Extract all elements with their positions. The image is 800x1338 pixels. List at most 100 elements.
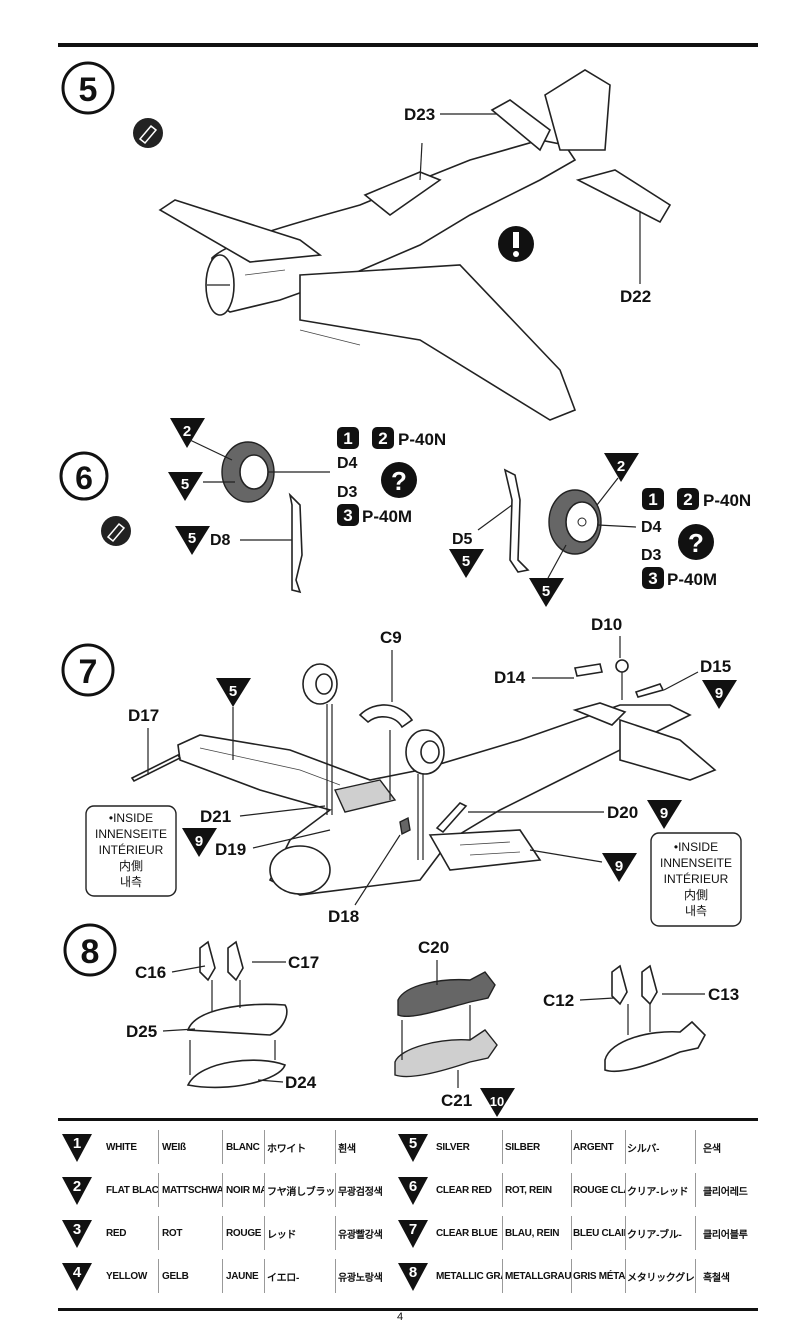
variant-label-p40m: P-40M (667, 570, 717, 589)
color-kr: 유광빨강색 (338, 1229, 383, 1241)
main-wheel-right-drawing (503, 468, 602, 573)
variant-badge-number: 2 (683, 490, 692, 509)
paint-marker (702, 680, 737, 709)
aircraft-underside-drawing (177, 702, 717, 896)
paint-marker (175, 526, 210, 555)
step-8-circle (63, 923, 117, 977)
inside-note-right: •INSIDE INNENSEITE INTÉRIEUR 内側 내측 (650, 832, 742, 927)
paint-marker (449, 549, 484, 578)
label-d20: D20 (607, 803, 638, 822)
paint-marker-number: 9 (615, 858, 623, 875)
color-fr: BLEU CLAIR (573, 1227, 625, 1239)
label-d14: D14 (494, 668, 526, 687)
color-jp: メタリックグレイ (627, 1272, 695, 1284)
color-en: METALLIC GRAY (436, 1270, 502, 1282)
warning-icon (498, 226, 534, 262)
paint-marker-number: 5 (229, 683, 237, 700)
paint-marker: 4 (62, 1263, 92, 1291)
color-en: CLEAR BLUE (436, 1227, 498, 1239)
variant-label-p40n: P-40N (398, 430, 446, 449)
color-fr: ROUGE CLAIR (573, 1184, 625, 1196)
step-8-number: 8 (81, 933, 100, 971)
paint-marker: 7 (398, 1220, 428, 1248)
label-c9: C9 (380, 628, 402, 647)
label-c12: C12 (543, 991, 574, 1010)
svg-text:INTÉRIEUR: INTÉRIEUR (99, 842, 164, 857)
color-kr: 흰색 (338, 1143, 356, 1155)
page-number: 4 (396, 1311, 404, 1323)
color-jp: フヤ消しブラック (267, 1186, 335, 1198)
color-fr: NOIR MAT (226, 1184, 264, 1196)
paint-marker-number: 9 (715, 685, 723, 702)
paint-marker (647, 800, 682, 829)
color-de: SILBER (505, 1141, 540, 1153)
paint-marker (604, 453, 639, 482)
label-d15: D15 (700, 657, 731, 676)
color-en: SILVER (436, 1141, 470, 1153)
variant-label-p40m: P-40M (362, 507, 412, 526)
svg-text:INTÉRIEUR: INTÉRIEUR (664, 871, 729, 886)
color-de: GELB (162, 1270, 189, 1282)
color-kr: 은색 (703, 1143, 721, 1155)
color-de: METALLGRAU (505, 1270, 571, 1282)
label-d4-right: D4 (641, 519, 662, 536)
label-c16: C16 (135, 963, 166, 982)
step-8: 8 C16 C17 D25 D24 C20 C21 (63, 923, 739, 1117)
color-en: RED (106, 1227, 127, 1239)
legend-bottom-rule (58, 1308, 758, 1311)
svg-text:?: ? (688, 528, 704, 558)
color-de: ROT (162, 1227, 183, 1239)
step-5-circle (61, 61, 115, 115)
legend-top-rule (58, 1118, 758, 1121)
cement-icon (133, 118, 163, 148)
label-d5: D5 (452, 531, 473, 548)
label-d3-left: D3 (337, 484, 358, 501)
paint-marker-number: 5 (181, 476, 189, 493)
paint-marker-number: 10 (490, 1094, 504, 1109)
variant-badge (677, 488, 699, 510)
question-icon: ? (381, 462, 417, 498)
label-c17: C17 (288, 953, 319, 972)
legend-row: 3 RED ROT ROUGE レッド 유광빨강색 7 CLEAR BLUE B… (58, 1212, 758, 1254)
svg-text:•INSIDE: •INSIDE (109, 811, 153, 825)
color-fr: ROUGE (226, 1227, 262, 1239)
color-de: WEIß (162, 1141, 186, 1153)
color-kr: 흑철색 (703, 1272, 730, 1284)
label-d3-right: D3 (641, 547, 662, 564)
paint-marker (529, 578, 564, 607)
color-kr: 유광노랑색 (338, 1272, 383, 1284)
top-rule (58, 43, 758, 47)
question-icon: ? (678, 524, 714, 560)
color-kr: 클리어블루 (703, 1229, 748, 1241)
paint-marker (216, 678, 251, 707)
svg-text:INNENSEITE: INNENSEITE (660, 856, 732, 870)
label-d22: D22 (620, 287, 651, 306)
variant-badge (642, 567, 664, 589)
variant-badge (642, 488, 664, 510)
color-kr: 클리어레드 (703, 1186, 748, 1198)
bomb-large-drawing (394, 971, 498, 1078)
cement-icon (101, 516, 131, 546)
label-d24: D24 (285, 1073, 317, 1092)
paint-marker-number: 2 (183, 423, 191, 440)
paint-marker (170, 418, 205, 448)
step-5-number: 5 (79, 71, 98, 109)
svg-text:INNENSEITE: INNENSEITE (95, 827, 167, 841)
label-d10: D10 (591, 615, 622, 634)
paint-marker (182, 828, 217, 857)
color-legend: 1 WHITE WEIß BLANC ホワイト 흰색 5 SILVER SILB… (58, 1126, 758, 1306)
label-d19: D19 (215, 840, 246, 859)
paint-marker: 2 (62, 1177, 92, 1205)
label-c21: C21 (441, 1091, 472, 1110)
variant-badge (372, 427, 394, 449)
step-7-circle (61, 643, 115, 697)
color-en: CLEAR RED (436, 1184, 492, 1196)
color-de: ROT, REIN (505, 1184, 552, 1196)
inside-note-left: •INSIDE INNENSEITE INTÉRIEUR 内側 내측 (85, 805, 177, 897)
variant-badge (337, 504, 359, 526)
paint-marker-number: 5 (188, 530, 196, 547)
label-d23: D23 (404, 105, 435, 124)
svg-text:?: ? (391, 466, 407, 496)
paint-marker: 1 (62, 1134, 92, 1162)
